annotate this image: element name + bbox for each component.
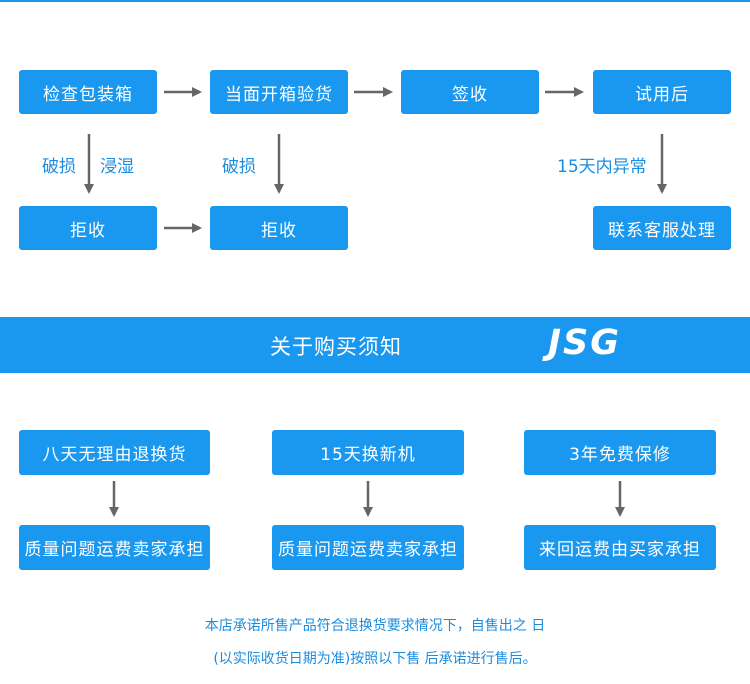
policy-top-2: 15天换新机 bbox=[272, 430, 464, 475]
label-15days-abnormal: 15天内异常 bbox=[557, 157, 647, 177]
top-divider bbox=[0, 0, 750, 2]
purchase-notice-banner: 关于购买须知 JSG bbox=[0, 317, 750, 373]
reject-box-1: 拒收 bbox=[19, 206, 157, 250]
banner-title: 关于购买须知 bbox=[270, 335, 402, 359]
reject-box-2: 拒收 bbox=[210, 206, 348, 250]
note-line-1: 本店承诺所售产品符合退换货要求情况下，自售出之 日 bbox=[204, 618, 546, 634]
brand-logo: JSG bbox=[548, 323, 621, 363]
policy-top-3: 3年免费保修 bbox=[524, 430, 716, 475]
trial-box: 试用后 bbox=[593, 70, 731, 114]
unbox-box: 当面开箱验货 bbox=[210, 70, 348, 114]
policy-bottom-3: 来回运费由买家承担 bbox=[524, 525, 716, 570]
policy-top-1: 八天无理由退换货 bbox=[19, 430, 210, 475]
label-damage-1: 破损 bbox=[42, 157, 76, 177]
note-line-2: (以实际收货日期为准)按照以下售 后承诺进行售后。 bbox=[213, 651, 537, 667]
policy-bottom-2: 质量问题运费卖家承担 bbox=[272, 525, 464, 570]
inspect-box: 检查包装箱 bbox=[19, 70, 157, 114]
label-damage-2: 破损 bbox=[222, 157, 256, 177]
sign-box: 签收 bbox=[401, 70, 539, 114]
contact-service-box: 联系客服处理 bbox=[593, 206, 731, 250]
policy-bottom-1: 质量问题运费卖家承担 bbox=[19, 525, 210, 570]
label-wet: 浸湿 bbox=[100, 157, 134, 177]
